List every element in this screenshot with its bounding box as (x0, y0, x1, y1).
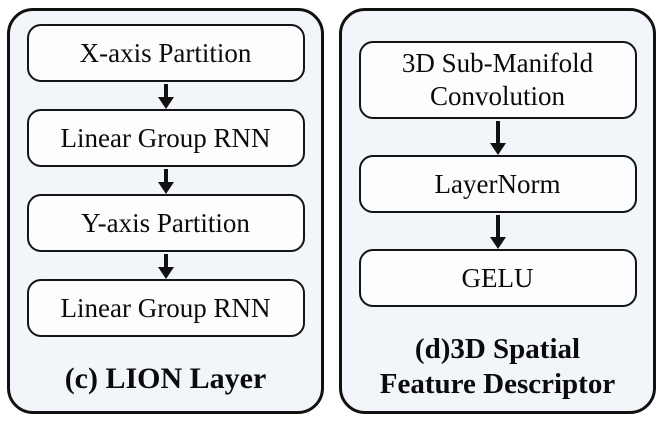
down-arrow-icon (157, 167, 174, 194)
down-arrow-icon (489, 119, 506, 155)
node-linear-group-rnn-1: Linear Group RNN (26, 109, 305, 167)
arrow-stem (163, 169, 168, 183)
down-arrow-icon (489, 213, 506, 249)
node-y-axis-partition: Y-axis Partition (26, 194, 305, 252)
down-arrow-icon (157, 252, 174, 279)
flow-3d-spatial-feature-descriptor: 3D Sub-Manifold Convolution LayerNorm GE… (342, 11, 653, 307)
node-label: GELU (461, 262, 534, 293)
down-arrow-icon (157, 82, 174, 109)
node-label: X-axis Partition (79, 37, 252, 68)
arrow-head (489, 143, 506, 155)
panel-caption-d: (d)3D Spatial Feature Descriptor (380, 332, 615, 411)
node-label: LayerNorm (434, 168, 561, 199)
caption-line-1: (d)3D Spatial (414, 333, 581, 365)
arrow-head (157, 97, 174, 109)
node-gelu: GELU (358, 249, 637, 307)
panel-lion-layer: X-axis Partition Linear Group RNN Y-axis… (7, 8, 324, 414)
arrow-head (489, 237, 506, 249)
arrow-head (157, 182, 174, 194)
node-label: Linear Group RNN (60, 122, 271, 153)
arrow-stem (495, 121, 500, 144)
node-layernorm: LayerNorm (358, 155, 637, 213)
node-3d-sub-manifold-convolution: 3D Sub-Manifold Convolution (358, 41, 637, 119)
node-x-axis-partition: X-axis Partition (26, 24, 305, 82)
caption-line-2: Feature Descriptor (379, 368, 616, 400)
arrow-head (157, 267, 174, 279)
arrow-stem (163, 84, 168, 98)
node-label: Linear Group RNN (60, 292, 271, 323)
node-linear-group-rnn-2: Linear Group RNN (26, 279, 305, 337)
node-label: 3D Sub-Manifold Convolution (401, 48, 594, 111)
arrow-stem (163, 254, 168, 268)
panel-caption-c: (c) LION Layer (64, 362, 267, 395)
node-label: Y-axis Partition (81, 207, 250, 238)
arrow-stem (495, 215, 500, 238)
panel-3d-spatial-feature-descriptor: 3D Sub-Manifold Convolution LayerNorm GE… (339, 8, 656, 414)
flow-lion-layer: X-axis Partition Linear Group RNN Y-axis… (10, 11, 321, 337)
